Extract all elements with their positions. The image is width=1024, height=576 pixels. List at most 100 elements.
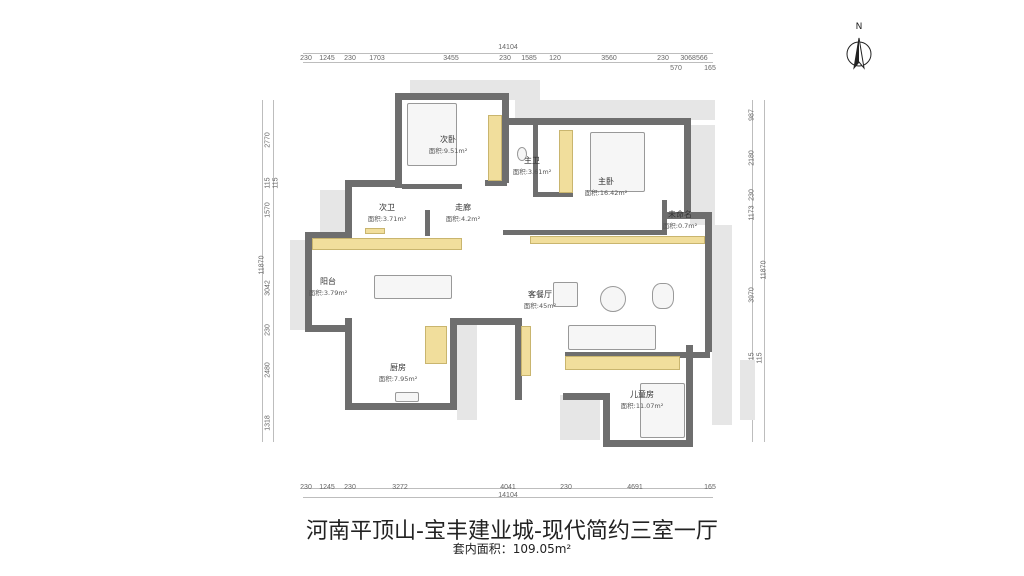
- wall: [305, 232, 312, 332]
- bottom-dim: 230: [344, 484, 356, 491]
- plan-title: 河南平顶山-宝丰建业城-现代简约三室一厅: [306, 519, 718, 544]
- wall: [705, 212, 712, 352]
- wall: [305, 232, 352, 239]
- wall: [565, 352, 710, 358]
- wall: [345, 180, 402, 187]
- room-label-balcony: 阳台面积:3.79m²: [308, 277, 348, 297]
- wall: [515, 325, 522, 400]
- bed: [590, 132, 645, 192]
- bottom-dim: 165: [704, 484, 716, 491]
- cabinet: [312, 238, 462, 250]
- wall: [425, 210, 430, 236]
- wall: [345, 403, 457, 410]
- wall: [395, 93, 402, 188]
- bottom-dim: 4041: [500, 484, 516, 491]
- wall: [502, 93, 509, 183]
- bed: [407, 103, 457, 166]
- left-dim: 1318: [264, 415, 272, 431]
- right-dim: 230: [748, 189, 756, 201]
- top-dim: 230: [300, 55, 312, 62]
- bottom-dim: 1245: [319, 484, 335, 491]
- north-label: N: [855, 22, 863, 32]
- room-label-master-bath: 主卫面积:3.61m²: [512, 156, 552, 176]
- room-label-second-bath: 次卫面积:3.71m²: [367, 203, 407, 223]
- bottom-dim: 230: [560, 484, 572, 491]
- wall: [563, 393, 610, 400]
- wall: [450, 318, 457, 410]
- bottom-dim: 230: [300, 484, 312, 491]
- left-total-dim: 11870: [258, 255, 266, 275]
- left-dim: 115: [264, 177, 272, 189]
- left-dim: 230: [264, 324, 272, 336]
- wall: [345, 180, 352, 236]
- lounge-chair: [652, 283, 674, 309]
- right-dim: 115: [756, 352, 764, 364]
- wall: [662, 200, 667, 235]
- top-total-dim: 14104: [498, 44, 518, 51]
- wardrobe: [488, 115, 502, 181]
- kitchen-counter: [425, 326, 447, 364]
- room-label-corridor: 走廊面积:4.2m²: [445, 203, 481, 223]
- top-dim: 1703: [369, 55, 385, 62]
- right-total-dim: 11870: [760, 260, 768, 280]
- armchair: [553, 282, 578, 307]
- wall: [603, 393, 610, 447]
- washstand: [365, 228, 385, 234]
- wall: [503, 118, 691, 125]
- room-label-kitchen: 厨房面积:7.95m²: [378, 363, 418, 383]
- top-dim: 570: [670, 65, 682, 72]
- top-dim: 230: [657, 55, 669, 62]
- wall: [533, 122, 538, 197]
- right-dim: 987: [748, 109, 756, 121]
- top-dim: 3455: [443, 55, 459, 62]
- room-label-kids-room: 儿童房面积:11.07m²: [620, 390, 664, 410]
- top-dim: 3068566: [680, 55, 708, 62]
- room-label-living-dining: 客餐厅面积:45m²: [523, 290, 557, 310]
- top-dim: 230: [499, 55, 511, 62]
- cabinet: [565, 356, 680, 370]
- wall: [686, 345, 693, 447]
- bottom-dim: 4691: [627, 484, 643, 491]
- wardrobe: [559, 130, 573, 193]
- top-dim: 1585: [521, 55, 537, 62]
- wall: [603, 440, 693, 447]
- top-dim: 230: [344, 55, 356, 62]
- top-dim: 120: [549, 55, 561, 62]
- left-dim: 2770: [264, 132, 272, 148]
- left-dim: 3042: [264, 280, 272, 296]
- wall: [402, 184, 462, 189]
- right-dim: 2180: [748, 150, 756, 166]
- wall: [533, 192, 573, 197]
- wall: [684, 118, 691, 218]
- wall: [345, 318, 352, 410]
- wall: [662, 212, 712, 219]
- left-dim: 2480: [264, 362, 272, 378]
- top-dim: 165: [704, 65, 716, 72]
- right-dim: 3970: [748, 287, 756, 303]
- north-arrow-icon: N: [845, 22, 873, 77]
- left-dim: 115: [272, 177, 280, 189]
- wall: [395, 93, 508, 100]
- bottom-dim: 3272: [392, 484, 408, 491]
- cabinet: [521, 326, 531, 376]
- top-dim: 3560: [601, 55, 617, 62]
- bottom-total-dim: 14104: [498, 492, 518, 499]
- plan-area: 套内面积：109.05m²: [452, 542, 572, 556]
- toilet: [517, 147, 527, 161]
- bed: [640, 383, 685, 438]
- dining-table: [374, 275, 452, 299]
- top-dim: 1245: [319, 55, 335, 62]
- tv-cabinet: [530, 236, 705, 244]
- coffee-table: [600, 286, 626, 312]
- room-label-second-bedroom: 次卧面积:9.51m²: [428, 135, 468, 155]
- stove: [395, 392, 419, 402]
- room-label-master-bedroom: 主卧面积:16.42m²: [584, 177, 628, 197]
- sofa: [568, 325, 656, 350]
- room-label-unnamed: 未命名面积:0.7m²: [662, 210, 698, 230]
- right-dim: 1173: [748, 205, 756, 221]
- wall: [485, 180, 507, 186]
- wall: [305, 325, 352, 332]
- left-dim: 1570: [264, 202, 272, 218]
- wall: [503, 230, 663, 235]
- wall: [450, 318, 522, 325]
